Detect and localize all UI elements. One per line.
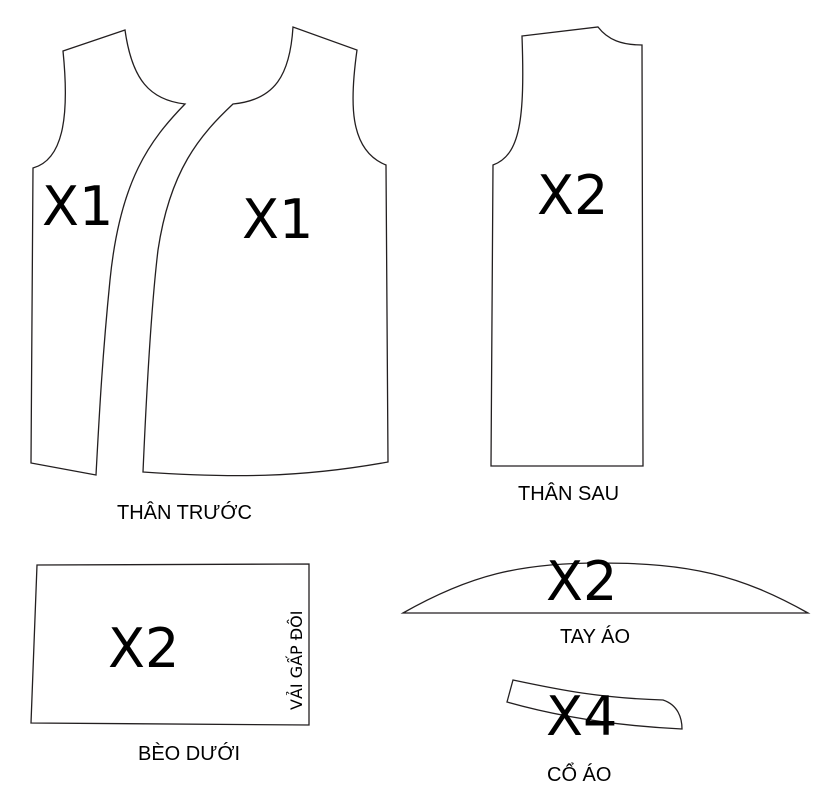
front-left-piece [30, 29, 187, 476]
sleeve-quantity: X2 [546, 550, 617, 613]
bottom-ruffle-label: BÈO DƯỚI [138, 742, 240, 765]
front-right-quantity: X1 [242, 188, 313, 251]
front-right-piece [142, 26, 389, 477]
fold-note: VẢI GẤP ĐÔI [285, 611, 306, 710]
bottom-ruffle-quantity: X2 [108, 617, 179, 680]
sleeve-label: TAY ÁO [560, 625, 630, 648]
front-body-label: THÂN TRƯỚC [117, 501, 252, 524]
collar-quantity: X4 [546, 685, 617, 748]
sleeve-piece [400, 562, 811, 614]
back-body-label: THÂN SAU [518, 482, 619, 505]
back-body-piece [490, 26, 644, 467]
bottom-ruffle-piece [30, 563, 310, 726]
back-body-quantity: X2 [537, 164, 608, 227]
collar-label: CỔ ÁO [547, 762, 611, 786]
collar-piece [506, 679, 683, 730]
front-left-quantity: X1 [42, 175, 113, 238]
